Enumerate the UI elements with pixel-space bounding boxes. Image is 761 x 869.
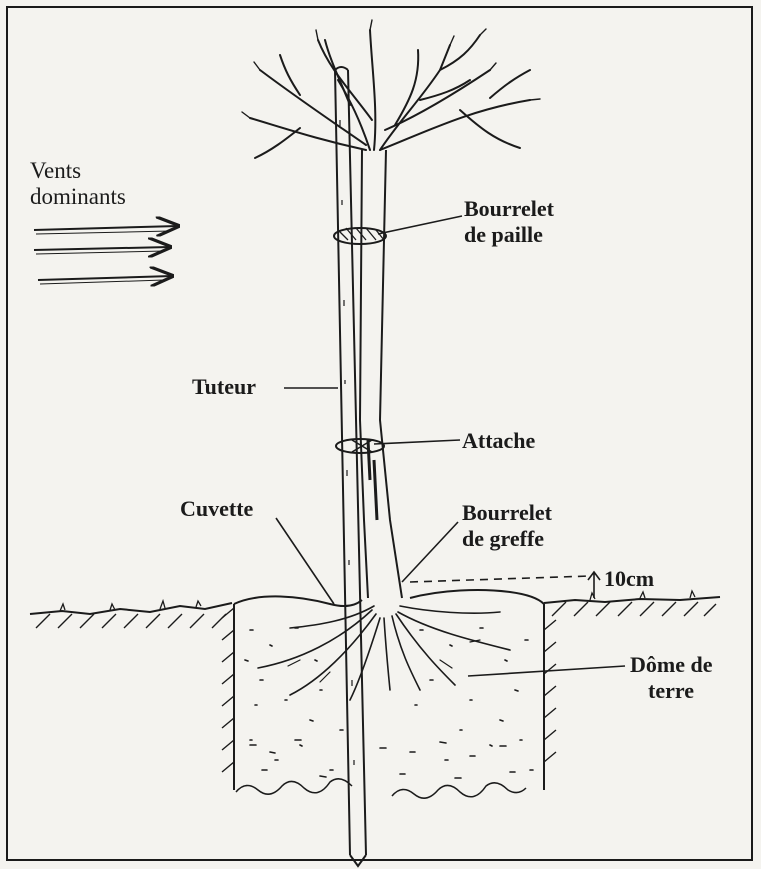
label-wind: Vents dominants: [30, 158, 126, 210]
label-graft-collar: Bourrelet de greffe: [462, 500, 552, 552]
leader-earth-dome: [468, 666, 625, 676]
leader-straw-collar: [378, 216, 462, 234]
roots: [258, 606, 510, 700]
wind-arrows: [34, 226, 178, 284]
label-graft-collar-line1: Bourrelet: [462, 500, 552, 526]
leader-tie: [374, 440, 460, 444]
wind-arrow: [34, 226, 178, 230]
graft-height-dashes: [410, 576, 590, 582]
label-straw-collar-line2: de paille: [464, 222, 554, 248]
label-earth-dome: Dôme de terre: [630, 652, 712, 704]
label-straw-collar-line1: Bourrelet: [464, 196, 554, 222]
planting-pit: [222, 590, 556, 798]
label-graft-collar-line2: de greffe: [462, 526, 552, 552]
tree-crown: [242, 20, 540, 158]
leader-lines: [276, 216, 625, 676]
label-basin: Cuvette: [180, 496, 253, 522]
wind-arrow: [38, 276, 172, 280]
label-wind-line2: dominants: [30, 184, 126, 210]
label-earth-dome-line2: terre: [630, 678, 712, 704]
label-straw-collar: Bourrelet de paille: [464, 196, 554, 248]
wind-arrow: [34, 247, 170, 250]
label-wind-line1: Vents: [30, 158, 126, 184]
ground-surface: [30, 591, 720, 628]
height-arrow: [588, 572, 600, 598]
straw-collar: [334, 228, 386, 244]
label-tie: Attache: [462, 428, 535, 454]
leader-graft-collar: [402, 522, 458, 582]
label-height: 10cm: [604, 566, 654, 592]
label-earth-dome-line1: Dôme de: [630, 652, 712, 678]
tree-trunk: [360, 150, 402, 598]
leader-basin: [276, 518, 334, 604]
label-stake: Tuteur: [192, 374, 256, 400]
